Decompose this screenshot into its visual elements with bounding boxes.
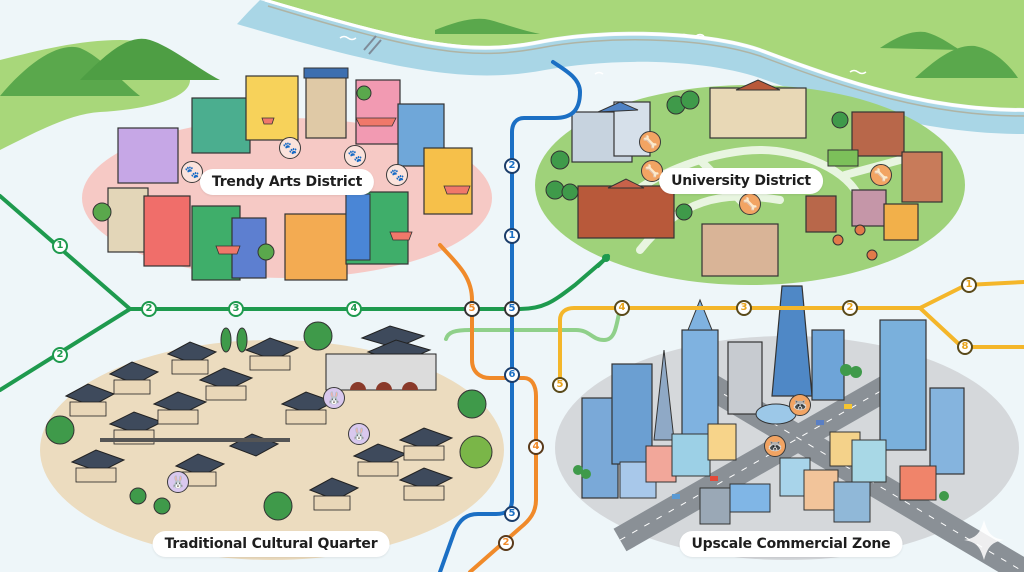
station-yellow-3[interactable]: 3 (736, 300, 752, 316)
paw-icon[interactable]: 🐾 (279, 137, 301, 159)
paw-icon[interactable]: 🐾 (386, 164, 408, 186)
hill-top-center (435, 18, 540, 34)
station-yellow-8[interactable]: 8 (957, 339, 973, 355)
bridge (363, 35, 382, 55)
hill-right-2 (915, 45, 1018, 78)
university-buildings (545, 79, 943, 277)
district-label-cultural[interactable]: Traditional Cultural Quarter (152, 531, 390, 557)
hill-right-1 (880, 31, 960, 50)
station-green-1[interactable]: 1 (52, 238, 68, 254)
paw-icon[interactable]: 🐾 (181, 161, 203, 183)
station-orange-4[interactable]: 4 (528, 439, 544, 455)
paw-icon[interactable]: 🐾 (344, 145, 366, 167)
rabbit-icon[interactable]: 🐰 (348, 423, 370, 445)
cultural-buildings (45, 321, 493, 521)
hill-left-1 (0, 46, 140, 96)
hill-left-2 (80, 38, 220, 80)
raccoon-icon[interactable]: 🦝 (789, 394, 811, 416)
station-green-4[interactable]: 4 (346, 301, 362, 317)
line-green (0, 194, 606, 392)
bone-icon[interactable]: 🦴 (870, 164, 892, 186)
sparkle-icon (964, 520, 1004, 560)
line-light-green (444, 306, 622, 342)
station-yellow-5[interactable]: 5 (552, 377, 568, 393)
station-green-3[interactable]: 3 (228, 301, 244, 317)
rabbit-icon[interactable]: 🐰 (167, 471, 189, 493)
station-blue-5-south[interactable]: 5 (504, 506, 520, 522)
bone-icon[interactable]: 🦴 (641, 160, 663, 182)
station-orange-5[interactable]: 5 (464, 301, 480, 317)
rabbit-icon[interactable]: 🐰 (323, 387, 345, 409)
station-blue-2[interactable]: 2 (504, 158, 520, 174)
station-green-2[interactable]: 2 (141, 301, 157, 317)
commercial-buildings (573, 285, 965, 525)
district-label-arts[interactable]: Trendy Arts District (199, 169, 375, 195)
station-blue-6[interactable]: 6 (504, 367, 520, 383)
station-blue-1[interactable]: 1 (504, 228, 520, 244)
district-label-university[interactable]: University District (659, 168, 823, 194)
station-orange-2[interactable]: 2 (498, 535, 514, 551)
station-yellow-4[interactable]: 4 (614, 300, 630, 316)
station-yellow-1[interactable]: 1 (961, 277, 977, 293)
station-blue-5-junction[interactable]: 5 (504, 301, 520, 317)
raccoon-icon[interactable]: 🦝 (764, 435, 786, 457)
bone-icon[interactable]: 🦴 (639, 131, 661, 153)
station-yellow-2[interactable]: 2 (842, 300, 858, 316)
bone-icon[interactable]: 🦴 (739, 193, 761, 215)
arts-buildings (92, 67, 473, 281)
district-label-commercial[interactable]: Upscale Commercial Zone (679, 531, 903, 557)
station-green-2-west[interactable]: 2 (52, 347, 68, 363)
